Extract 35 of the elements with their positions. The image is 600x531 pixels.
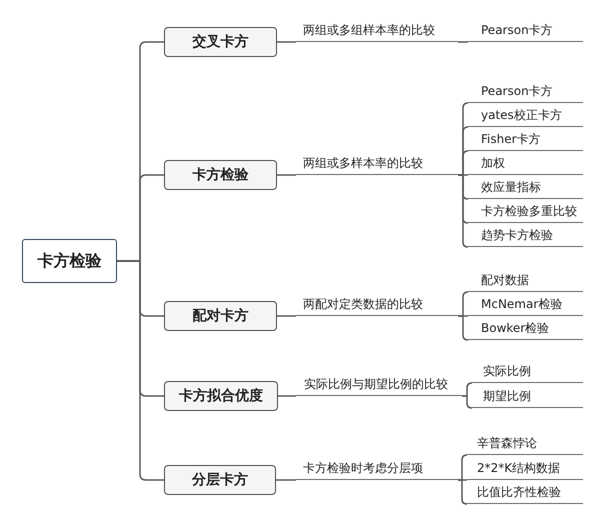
connector-line bbox=[277, 315, 296, 317]
underlined-topic: 实际比例与期望比例的比较 bbox=[296, 375, 462, 396]
underlined-topic: 加权 bbox=[468, 154, 583, 175]
connector-line bbox=[462, 395, 473, 409]
connector-line bbox=[277, 41, 296, 43]
underlined-topic: 辛普森悖论 bbox=[467, 434, 583, 455]
connector-line bbox=[117, 260, 164, 481]
underlined-topic: 2*2*K结构数据 bbox=[467, 459, 583, 480]
underlined-topic: 比值比齐性检验 bbox=[467, 483, 583, 504]
underlined-topic: Fisher卡方 bbox=[468, 130, 583, 151]
underlined-topic: 两配对定类数据的比较 bbox=[296, 295, 458, 316]
connector-line bbox=[276, 479, 296, 481]
underlined-topic: 期望比例 bbox=[472, 387, 583, 408]
underlined-topic: McNemar检验 bbox=[468, 295, 583, 316]
topic-box: 卡方检验 bbox=[164, 160, 277, 190]
underlined-topic: 配对数据 bbox=[468, 271, 583, 292]
underlined-topic: 两组或多组样本率的比较 bbox=[296, 21, 458, 42]
underlined-topic: 卡方检验多重比较 bbox=[468, 202, 583, 223]
topic-box: 分层卡方 bbox=[164, 465, 276, 495]
central-topic-box: 卡方检验 bbox=[22, 239, 117, 283]
underlined-topic: Pearson卡方 bbox=[468, 82, 583, 103]
underlined-topic: 卡方检验时考虑分层项 bbox=[296, 459, 458, 480]
topic-box: 卡方拟合优度 bbox=[164, 381, 278, 411]
connector-line bbox=[277, 174, 296, 176]
topic-box: 交叉卡方 bbox=[164, 27, 277, 57]
topic-box: 配对卡方 bbox=[164, 301, 277, 331]
underlined-topic: yates校正卡方 bbox=[468, 106, 583, 127]
underlined-topic: 实际比例 bbox=[472, 362, 583, 383]
connector-line bbox=[458, 41, 468, 43]
underlined-topic: 效应量指标 bbox=[468, 178, 583, 199]
underlined-topic: 两组或多样本率的比较 bbox=[296, 154, 458, 175]
underlined-topic: Bowker检验 bbox=[468, 319, 583, 340]
connector-line bbox=[278, 395, 296, 397]
underlined-topic: 趋势卡方检验 bbox=[468, 226, 583, 247]
underlined-topic: Pearson卡方 bbox=[468, 21, 583, 42]
